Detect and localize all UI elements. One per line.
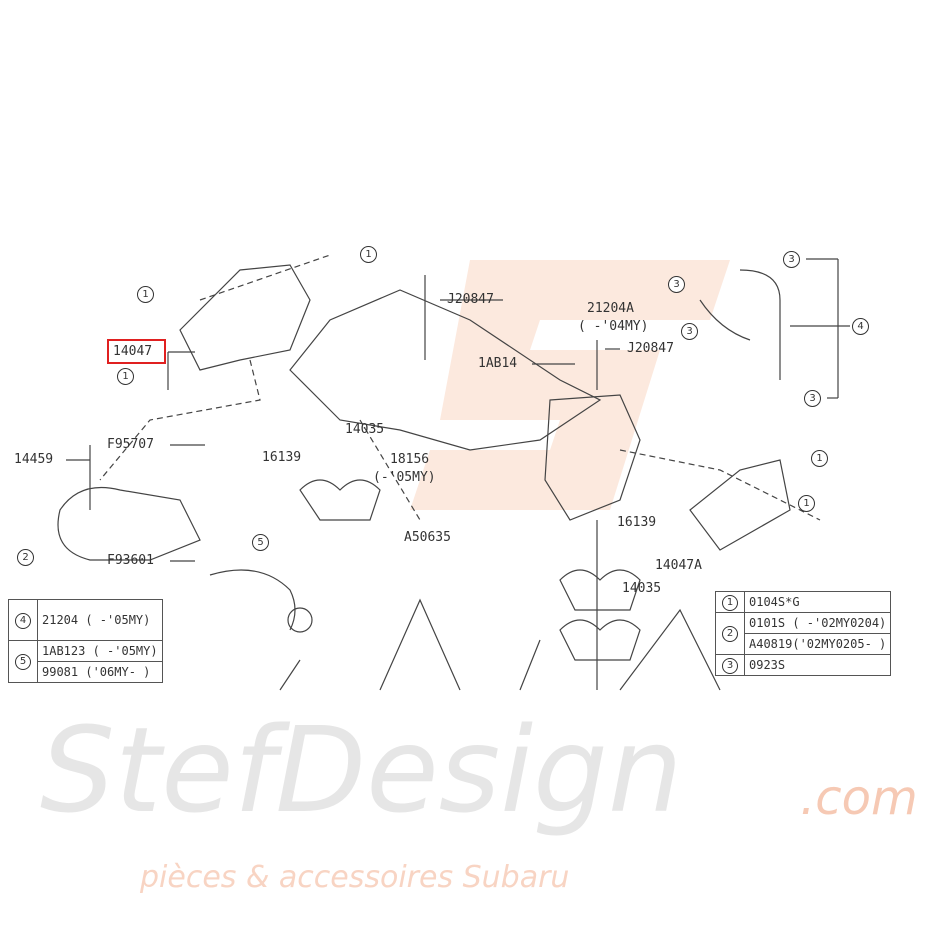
- callout-4: 4: [852, 318, 869, 335]
- watermark-domain: .com: [800, 770, 918, 826]
- bracket-14047a: [689, 459, 791, 551]
- callout-3: 3: [783, 251, 800, 268]
- callout-1: 1: [811, 450, 828, 467]
- part-label-14459[interactable]: 14459: [14, 452, 54, 467]
- legend-num: 5: [15, 654, 31, 670]
- legend-num: 4: [15, 612, 31, 629]
- duct-14459: [57, 486, 201, 561]
- highlighted-part-box: [107, 339, 166, 364]
- legend-row: 3 0923S: [715, 654, 892, 676]
- part-label-1ab14[interactable]: 1AB14: [478, 356, 518, 371]
- bracket-14047: [179, 264, 311, 371]
- legend-row: 4 21204 ( -'05MY): [8, 599, 163, 641]
- legend-table-left: 4 21204 ( -'05MY) 5 1AB123 ( -'05MY) 99081…: [8, 599, 163, 683]
- legend-value[interactable]: 99081 ('06MY- ): [37, 661, 163, 683]
- engine-bay-lines: [279, 598, 721, 691]
- legend-table-right: 1 0104S*G 2 0101S ( -'02MY0204) A40819('02…: [715, 591, 892, 676]
- watermark-tagline: pièces & accessoires Subaru: [140, 860, 570, 895]
- legend-value[interactable]: 0101S ( -'02MY0204): [743, 612, 892, 634]
- callout-3: 3: [804, 390, 821, 407]
- legend-row: 5 1AB123 ( -'05MY): [8, 640, 163, 683]
- part-label-16139[interactable]: 16139: [262, 450, 302, 465]
- part-label-j20847[interactable]: J20847: [447, 292, 494, 307]
- part-label-14047a[interactable]: 14047A: [655, 558, 702, 573]
- part-label-14035[interactable]: 14035: [345, 422, 385, 437]
- part-note-18156: (-'05MY): [373, 470, 436, 485]
- callout-3: 3: [668, 276, 685, 293]
- part-label-a50635[interactable]: A50635: [404, 530, 451, 545]
- legend-value[interactable]: 0923S: [743, 654, 892, 676]
- callout-1: 1: [117, 368, 134, 385]
- legend-num: 2: [722, 626, 738, 642]
- part-label-f95707[interactable]: F95707: [107, 437, 154, 452]
- watermark-brand: StefDesign: [40, 701, 683, 839]
- hose-end: [287, 607, 313, 633]
- callout-2: 2: [17, 549, 34, 566]
- legend-row: 99081 ('06MY- ): [9, 661, 163, 683]
- part-label-f93601[interactable]: F93601: [107, 553, 154, 568]
- callout-1: 1: [798, 495, 815, 512]
- part-label-16139-b[interactable]: 16139: [617, 515, 657, 530]
- part-label-21204a[interactable]: 21204A: [587, 301, 634, 316]
- part-label-j20847-b[interactable]: J20847: [627, 341, 674, 356]
- part-label-14035-b[interactable]: 14035: [622, 581, 662, 596]
- legend-row: 1 0104S*G: [715, 591, 892, 613]
- legend-value[interactable]: A40819('02MY0205- ): [743, 633, 892, 655]
- part-label-18156[interactable]: 18156: [390, 452, 430, 467]
- callout-5: 5: [252, 534, 269, 551]
- intake-manifold: [289, 289, 602, 451]
- legend-value[interactable]: 21204 ( -'05MY): [37, 599, 163, 641]
- part-note-21204a: ( -'04MY): [578, 319, 649, 334]
- hose-5: [209, 569, 296, 631]
- hose-4: [699, 269, 781, 380]
- throttle-body: [544, 394, 641, 521]
- legend-row: 2 0101S ( -'02MY0204): [715, 612, 892, 655]
- legend-value[interactable]: 0104S*G: [743, 591, 892, 613]
- part-label-14047[interactable]: 14047: [113, 344, 153, 359]
- callout-1: 1: [137, 286, 154, 303]
- callout-1: 1: [360, 246, 377, 263]
- gasket-14035-a: [299, 479, 381, 521]
- legend-num: 1: [722, 594, 738, 611]
- legend-num: 3: [722, 657, 738, 674]
- callout-3: 3: [681, 323, 698, 340]
- legend-value[interactable]: 1AB123 ( -'05MY): [37, 640, 163, 662]
- gasket-14035-b: [559, 569, 641, 661]
- legend-row: A40819('02MY0205- ): [716, 633, 892, 655]
